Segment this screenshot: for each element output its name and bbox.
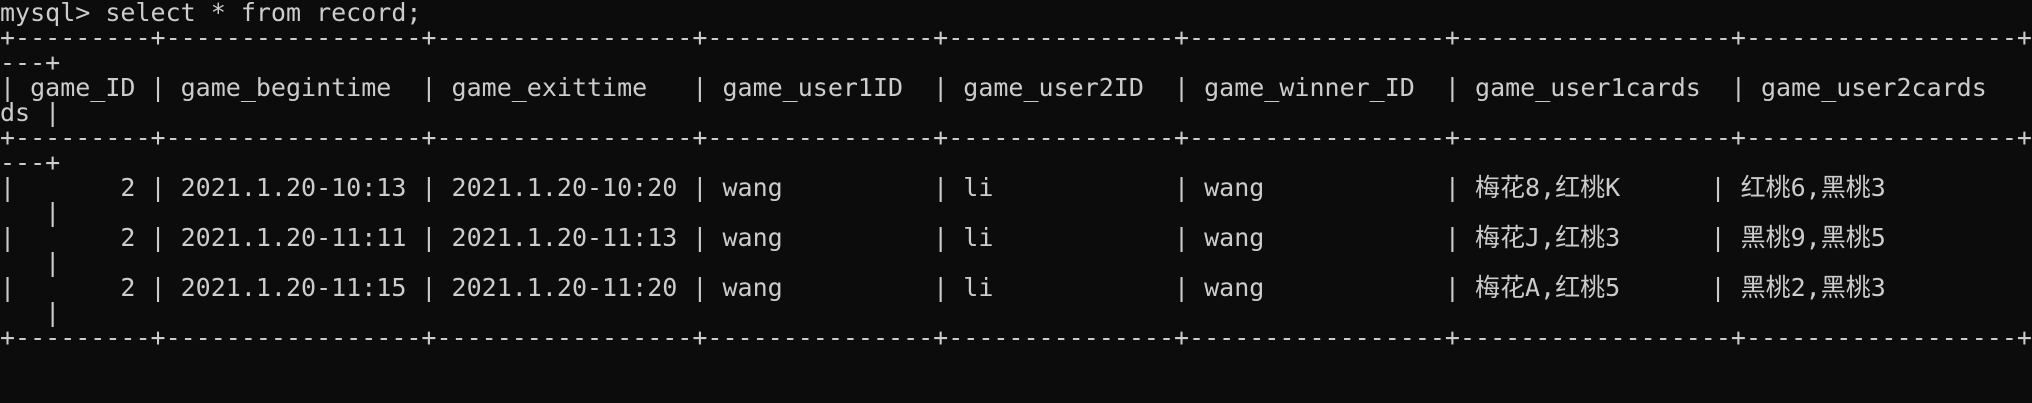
table-row: | 2 | 2021.1.20-11:11 | 2021.1.20-11:13 … — [0, 223, 1886, 252]
terminal-line-border: +---------+-----------------+-----------… — [0, 323, 2032, 352]
terminal-line-wrap: | — [0, 248, 61, 277]
terminal-line-prompt: mysql> select * from record; — [0, 0, 422, 27]
terminal-line-wrap: ---+ — [0, 148, 61, 177]
table-row: | 2 | 2021.1.20-11:15 | 2021.1.20-11:20 … — [0, 273, 1886, 302]
terminal-line-wrap: ---+ — [0, 48, 61, 77]
terminal-line-border: +---------+-----------------+-----------… — [0, 123, 2032, 152]
table-row: | 2 | 2021.1.20-10:13 | 2021.1.20-10:20 … — [0, 173, 1886, 202]
terminal-line-border: +---------+-----------------+-----------… — [0, 23, 2032, 52]
terminal-line-wrap: ds | — [0, 98, 61, 127]
table-header-row: | game_ID | game_begintime | game_exitti… — [0, 73, 1987, 102]
terminal-line-wrap: | — [0, 298, 61, 327]
terminal-line-wrap: | — [0, 198, 61, 227]
